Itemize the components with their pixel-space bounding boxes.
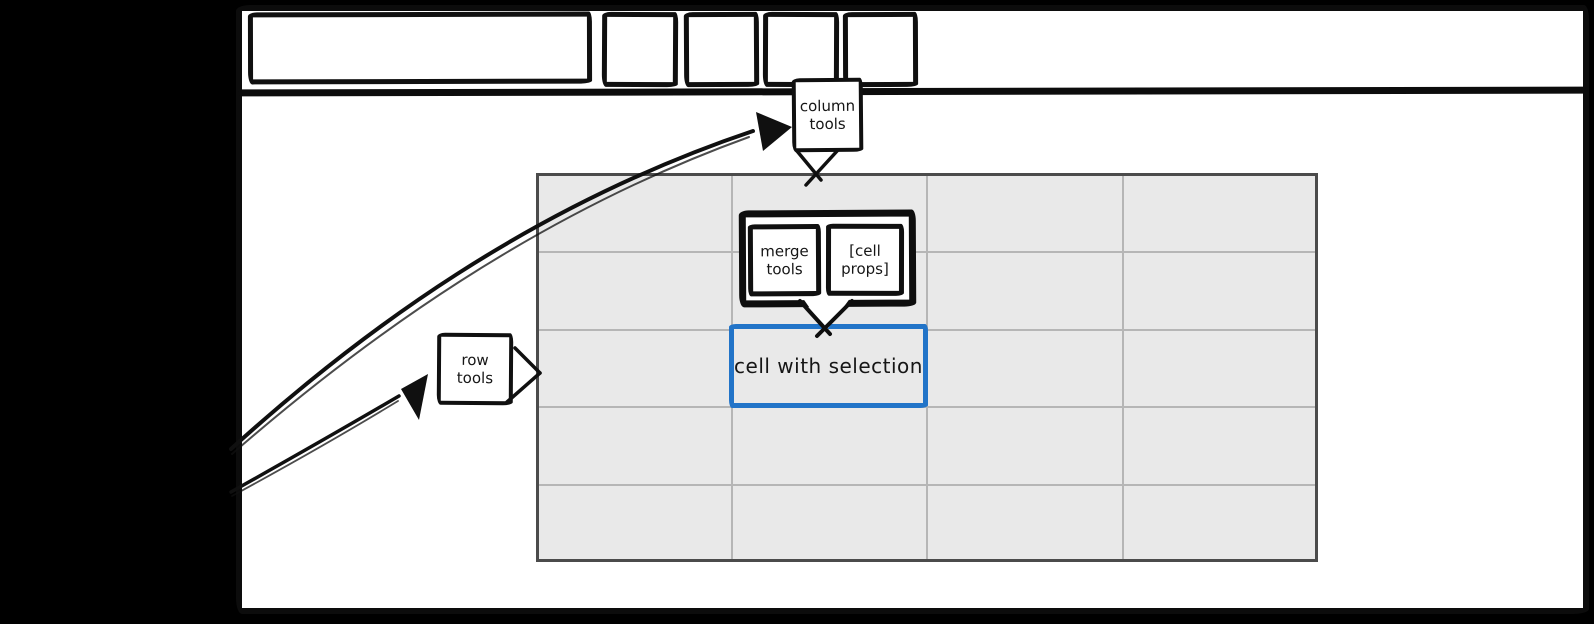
grid-line	[539, 406, 1315, 408]
selected-cell-label: cell with selection	[734, 354, 923, 378]
toolbar-button[interactable]	[601, 11, 679, 88]
merge-tools-button[interactable]: merge tools	[747, 224, 822, 297]
grid-line	[539, 251, 1315, 253]
cell-props-button[interactable]: [cell props]	[825, 223, 905, 296]
column-tools-label: column tools	[799, 96, 856, 134]
cell-props-label: [cell props]	[841, 241, 889, 278]
row-tools-label: row tools	[456, 350, 494, 388]
grid-line	[539, 484, 1315, 486]
toolbar-button[interactable]	[762, 11, 840, 88]
column-tools-button[interactable]: column tools	[791, 77, 864, 153]
row-tools-button[interactable]: row tools	[436, 332, 514, 406]
toolbar-button[interactable]	[842, 11, 919, 88]
address-bar[interactable]	[247, 11, 593, 85]
grid-line	[1122, 176, 1124, 559]
cell-tools-popover: merge tools [cell props]	[738, 209, 917, 308]
toolbar-button[interactable]	[683, 11, 760, 88]
merge-tools-label: merge tools	[760, 242, 809, 279]
selected-cell[interactable]: cell with selection	[729, 324, 928, 408]
